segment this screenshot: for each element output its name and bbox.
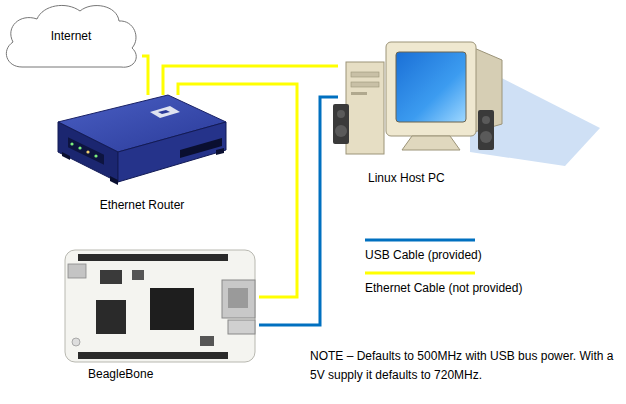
legend-line <box>365 239 475 242</box>
router-picture <box>58 95 226 185</box>
cloud-shape: Internet <box>0 0 142 72</box>
router-node: Ethernet Router <box>50 95 234 217</box>
pc-picture <box>333 42 600 166</box>
beaglebone-picture <box>65 250 255 362</box>
cable-line <box>163 66 338 95</box>
node-label: Linux Host PC <box>338 171 507 186</box>
node-label: Internet <box>0 29 142 44</box>
cable-line <box>142 56 148 95</box>
note-text: NOTE – Defaults to 500MHz with USB bus p… <box>310 347 626 385</box>
legend-text: Ethernet Cable (not provided) <box>365 281 522 296</box>
cable-line <box>259 97 338 325</box>
node-label: Ethernet Router <box>50 198 234 213</box>
legend-line <box>365 272 475 275</box>
beaglebone-node: BeagleBone <box>60 245 259 385</box>
legend-text: USB Cable (provided) <box>365 248 482 263</box>
node-label: BeagleBone <box>60 367 259 382</box>
pc-node: Linux Host PC <box>338 38 507 188</box>
cable-line <box>178 84 297 297</box>
